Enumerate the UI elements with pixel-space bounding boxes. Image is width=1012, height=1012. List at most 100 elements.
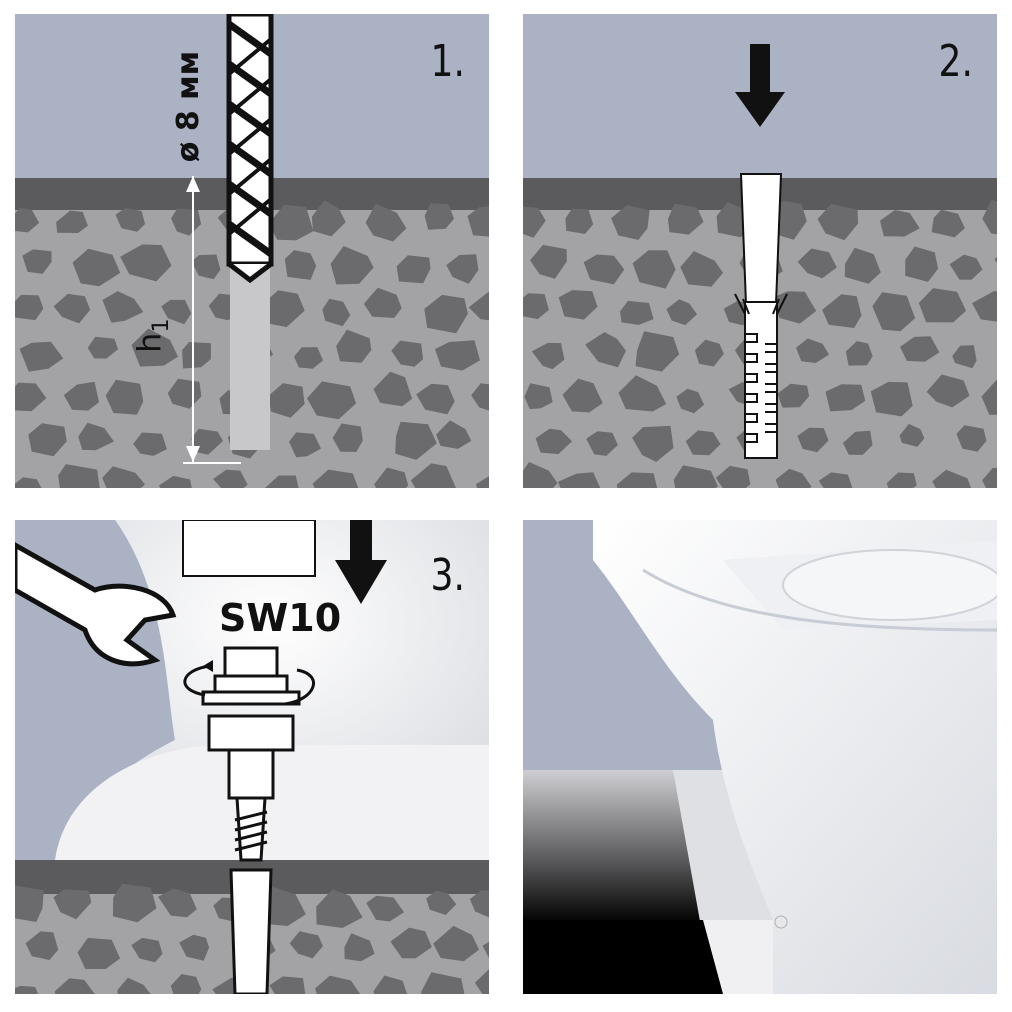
stone: [117, 977, 151, 994]
stone: [336, 329, 372, 363]
stone: [15, 382, 47, 412]
stone: [330, 246, 374, 285]
stone: [424, 294, 468, 334]
stone: [880, 210, 920, 237]
step-number: 2.: [938, 36, 973, 87]
stone: [54, 978, 95, 994]
stone: [112, 883, 157, 923]
wall-plug-icon: [734, 173, 788, 459]
wrench-icon: [15, 542, 177, 667]
stone: [158, 888, 197, 918]
stone: [316, 889, 363, 928]
stone: [102, 291, 144, 323]
stone: [421, 972, 465, 994]
stone: [268, 383, 305, 418]
stone: [618, 375, 667, 412]
stone: [982, 467, 997, 488]
drill-diameter-label: ø 8 мм: [171, 51, 206, 162]
bolt-icon: [201, 646, 301, 994]
stone: [311, 200, 346, 237]
stone: [28, 423, 67, 457]
step-1-illustration: [15, 14, 489, 488]
stone: [15, 294, 44, 321]
stone: [182, 342, 211, 369]
stone: [468, 292, 489, 321]
drill-bit-icon: [226, 14, 274, 284]
stone: [673, 465, 718, 488]
down-arrow-icon: [335, 520, 387, 604]
stone: [632, 250, 676, 289]
stone: [694, 339, 724, 367]
stone: [845, 341, 873, 366]
stone: [635, 331, 680, 372]
stone: [825, 384, 866, 412]
stone: [565, 208, 594, 234]
stone: [872, 292, 916, 332]
stone: [620, 300, 654, 325]
step-2-illustration: [523, 14, 997, 488]
stone: [105, 379, 144, 415]
stone: [530, 244, 567, 279]
stone: [374, 467, 409, 488]
depth-dimension-line: [183, 176, 241, 464]
stone: [322, 298, 351, 327]
stone: [373, 975, 407, 994]
stone: [102, 466, 145, 488]
step-2-panel: 2.: [523, 14, 997, 488]
stone: [410, 463, 457, 488]
stone: [474, 969, 489, 994]
stone: [161, 299, 192, 325]
stone: [523, 206, 546, 238]
stone: [120, 244, 172, 282]
stone: [446, 254, 479, 284]
toilet-base-cap: [182, 520, 316, 577]
stone: [842, 430, 873, 455]
stone-pattern: [523, 199, 997, 488]
stone: [373, 371, 413, 407]
down-arrow-icon: [735, 44, 785, 127]
stone: [158, 475, 192, 488]
stone: [797, 427, 829, 453]
stone: [289, 931, 323, 959]
toilet-icon: [593, 520, 997, 994]
stone: [344, 933, 375, 962]
stone: [558, 290, 598, 320]
depth-label-text: h: [130, 332, 169, 353]
stone: [307, 381, 357, 420]
step-3-panel: 3. SW10: [15, 520, 489, 994]
stone: [982, 199, 997, 235]
stone: [558, 472, 601, 488]
stone: [315, 975, 361, 994]
stone: [312, 469, 359, 488]
stone: [667, 203, 704, 235]
stone: [469, 890, 489, 918]
stone: [15, 477, 42, 488]
stone: [435, 340, 480, 371]
stone: [797, 248, 837, 279]
stone: [19, 341, 64, 372]
stone: [585, 332, 626, 368]
stone: [15, 985, 39, 994]
stone: [822, 294, 862, 328]
stone: [796, 338, 830, 363]
toilet-installed-illustration: [523, 520, 997, 994]
stone: [25, 931, 59, 960]
stone: [436, 420, 472, 449]
stone: [284, 250, 317, 280]
stone: [115, 208, 145, 232]
stone: [22, 249, 52, 274]
stone: [531, 342, 565, 370]
stone: [396, 255, 431, 284]
stone: [78, 422, 114, 451]
stone: [53, 889, 92, 920]
stone: [365, 203, 407, 242]
stone: [131, 328, 178, 367]
stone: [391, 340, 424, 367]
stone: [179, 934, 210, 961]
depth-label-subscript: 1: [148, 318, 174, 333]
stone: [363, 287, 402, 318]
stone-pattern: [15, 883, 489, 994]
stone: [77, 937, 121, 969]
step-number: 3.: [430, 550, 465, 601]
stone: [949, 254, 983, 280]
